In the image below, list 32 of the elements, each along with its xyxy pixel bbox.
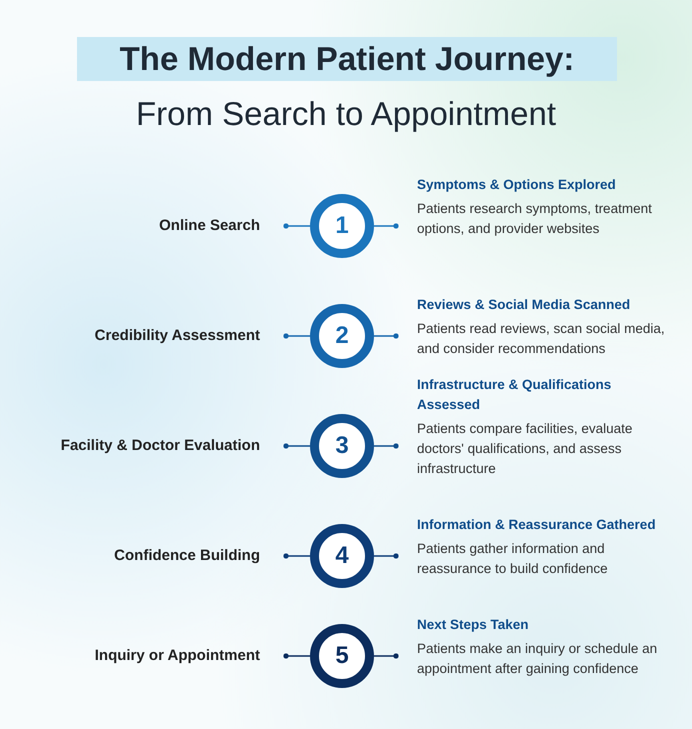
step-description: Patients research symptoms, treatment options, and provider websites (417, 200, 653, 238)
step-heading: Infrastructure & Qualifications Assessed (417, 376, 612, 414)
step-description: Patients read reviews, scan social media, and consider recommendations (417, 320, 666, 358)
connector-line (283, 443, 310, 449)
step-label: Credibility Assessment (94, 326, 286, 346)
connector-line (283, 333, 310, 339)
step-heading: Reviews & Social Media Scanned (417, 296, 632, 314)
connector-line (283, 223, 310, 229)
step-label: Facility & Doctor Evaluation (60, 436, 286, 456)
connector-line (374, 333, 399, 339)
connector-line (374, 443, 399, 449)
step-description: Patients make an inquiry or schedule an appointment after gaining confidence (417, 640, 658, 678)
step-number-circle: 3 (310, 414, 374, 478)
connector-line (283, 553, 310, 559)
step-description: Patients gather information and reassurance to build confidence (417, 540, 609, 578)
title: The Modern Patient Journey: (77, 37, 617, 81)
step-number-circle: 1 (310, 194, 374, 258)
step-label: Online Search (159, 216, 286, 236)
connector-line (283, 653, 310, 659)
connector-line (374, 653, 399, 659)
step-label: Confidence Building (114, 546, 286, 566)
step-heading: Information & Reassurance Gathered (417, 516, 657, 534)
step-number-circle: 2 (310, 304, 374, 368)
connector-line (374, 223, 399, 229)
step-label: Inquiry or Appointment (94, 646, 286, 666)
step-heading: Symptoms & Options Explored (417, 176, 617, 194)
step-number-circle: 4 (310, 524, 374, 588)
step-description: Patients compare facilities, evaluate doctors' qualifications, and assess infrastructure (417, 420, 634, 478)
subtitle: From Search to Appointment (134, 94, 558, 134)
step-number-circle: 5 (310, 624, 374, 688)
connector-line (374, 553, 399, 559)
step-heading: Next Steps Taken (417, 616, 530, 634)
